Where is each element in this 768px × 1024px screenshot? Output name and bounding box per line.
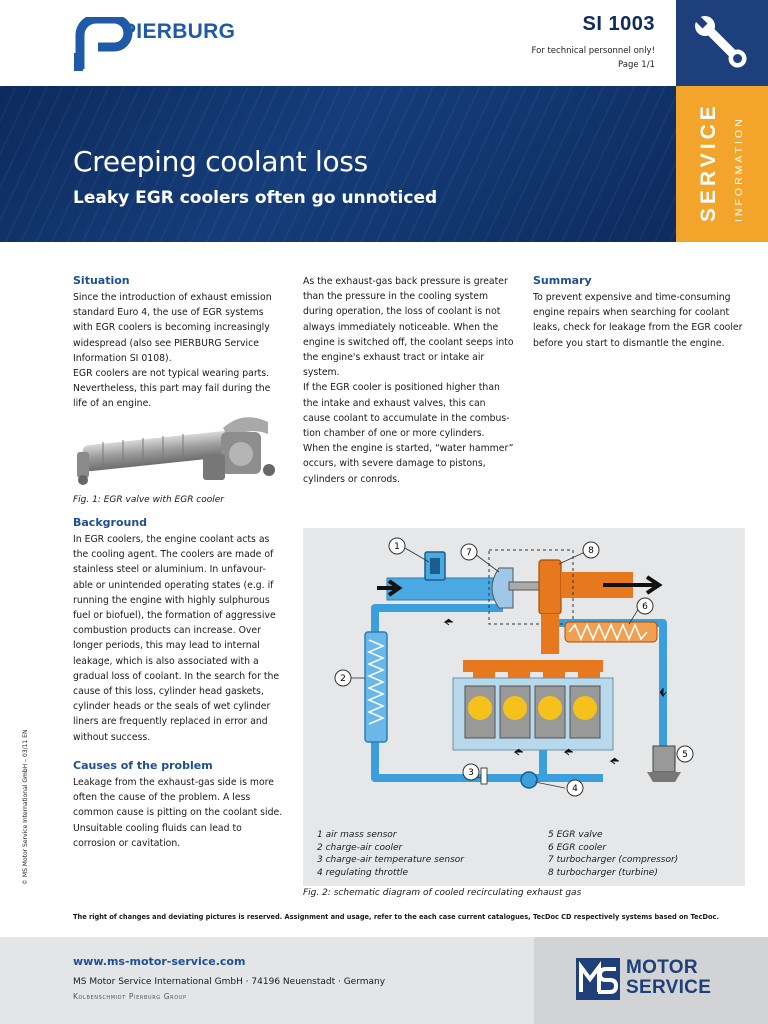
callout-2: 2 <box>340 674 346 684</box>
summary-heading: Summary <box>533 274 592 287</box>
summary-paragraph: To prevent expensive and time-consuming … <box>533 292 743 349</box>
callout-markers: 1 2 3 4 5 6 7 8 <box>334 537 694 797</box>
callout-7: 7 <box>466 548 472 558</box>
company-address: MS Motor Service International GmbH · 74… <box>73 977 386 987</box>
motor-service-brand: MOTOR SERVICE <box>626 958 711 998</box>
callout-1: 1 <box>394 542 400 552</box>
disclaimer: The right of changes and deviating pictu… <box>73 913 719 921</box>
turbo-turbine <box>538 559 562 615</box>
exhaust-arrow <box>603 575 663 595</box>
legend-item: 6 EGR cooler <box>548 842 607 853</box>
situation-section: Situation Since the introduction of exha… <box>73 274 285 412</box>
banner-texture <box>0 86 676 242</box>
summary-section: Summary To prevent expensive and time-co… <box>533 274 745 351</box>
legend-item: 3 charge-air temperature sensor <box>317 855 464 866</box>
service-tab <box>676 86 768 242</box>
turbo-compressor <box>491 567 514 609</box>
background-paragraph: In EGR coolers, the engine coolant acts … <box>73 534 280 743</box>
legend-item: 2 charge-air cooler <box>317 842 403 853</box>
regulating-throttle <box>520 771 538 789</box>
legend-item: 4 regulating throttle <box>317 867 409 878</box>
egr-valve-photo <box>77 417 275 485</box>
footer-brand-panel <box>534 937 768 1024</box>
technical-note: For technical personnel only! <box>531 46 655 56</box>
callout-6: 6 <box>642 602 648 612</box>
legend-item: 5 EGR valve <box>548 830 603 840</box>
figure-2-caption: Fig. 2: schematic diagram of cooled reci… <box>303 888 582 898</box>
information-label: INFORMATION <box>733 116 745 222</box>
situation-paragraph-1: Since the introduction of exhaust emissi… <box>73 292 272 364</box>
page-title: Creeping coolant loss <box>73 145 368 178</box>
situation-paragraph-2: EGR coolers are not typical wearing part… <box>73 368 271 410</box>
causes-section: Causes of the problem Leakage from the e… <box>73 759 285 851</box>
causes-paragraph: Leakage from the exhaust-gas side is mor… <box>73 777 283 849</box>
explanation-paragraph-2: If the EGR cooler is positioned higher t… <box>303 382 510 440</box>
egr-schematic-diagram: 1 2 3 4 5 6 7 8 <box>334 537 694 797</box>
title-banner: Creeping coolant loss Leaky EGR coolers … <box>0 86 676 242</box>
callout-4: 4 <box>572 784 578 794</box>
cylinders <box>464 685 601 739</box>
background-section: Background In EGR coolers, the engine co… <box>73 516 285 745</box>
page-subtitle: Leaky EGR coolers often go unnoticed <box>73 188 438 208</box>
legend-item: 8 turbocharger (turbine) <box>548 867 658 878</box>
website-link[interactable]: www.ms-motor-service.com <box>73 955 246 968</box>
callout-8: 8 <box>588 546 594 556</box>
wrench-panel <box>676 0 768 86</box>
page-number: Page 1/1 <box>618 60 655 70</box>
legend-item: 1 air mass sensor <box>317 830 397 840</box>
callout-5: 5 <box>682 750 688 760</box>
service-label: SERVICE <box>697 102 720 222</box>
pierburg-logo <box>74 17 133 71</box>
wrench-icon <box>694 15 747 68</box>
flow-arrows <box>443 618 667 765</box>
side-copyright: © MS Motor Service International GmbH – … <box>22 729 29 885</box>
causes-heading: Causes of the problem <box>73 759 213 772</box>
si-number: SI 1003 <box>582 13 655 35</box>
egr-valve <box>652 745 676 773</box>
situation-heading: Situation <box>73 274 130 287</box>
turbo-dashed-outline <box>488 549 574 625</box>
explanation-paragraph-3: When the engine is started, “water hamme… <box>303 443 514 485</box>
exhaust-pipe <box>561 572 633 598</box>
background-heading: Background <box>73 516 148 529</box>
company-group: Kolbenschmidt Pierburg Group <box>73 992 187 1001</box>
charge-air-temp-sensor <box>480 767 488 785</box>
exhaust-manifold <box>463 660 603 672</box>
explanation-section: As the exhaust-gas back pressure is grea… <box>303 274 515 487</box>
brand-name: PIERBURG <box>122 20 236 43</box>
figure-2-legend-right: 5 EGR valve 6 EGR cooler 7 turbocharger … <box>548 829 678 879</box>
callout-3: 3 <box>468 768 474 778</box>
charge-air-cooler <box>364 631 388 743</box>
intake-arrow <box>377 579 403 597</box>
figure-1-caption: Fig. 1: EGR valve with EGR cooler <box>73 495 225 505</box>
figure-2-legend-left: 1 air mass sensor 2 charge-air cooler 3 … <box>317 829 464 879</box>
legend-item: 7 turbocharger (compressor) <box>548 855 679 866</box>
brand-line-1: MOTOR <box>626 957 698 978</box>
ms-logo-icon <box>576 958 620 1000</box>
brand-line-2: SERVICE <box>626 977 712 998</box>
explanation-paragraph-1: As the exhaust-gas back pressure is grea… <box>303 276 514 379</box>
